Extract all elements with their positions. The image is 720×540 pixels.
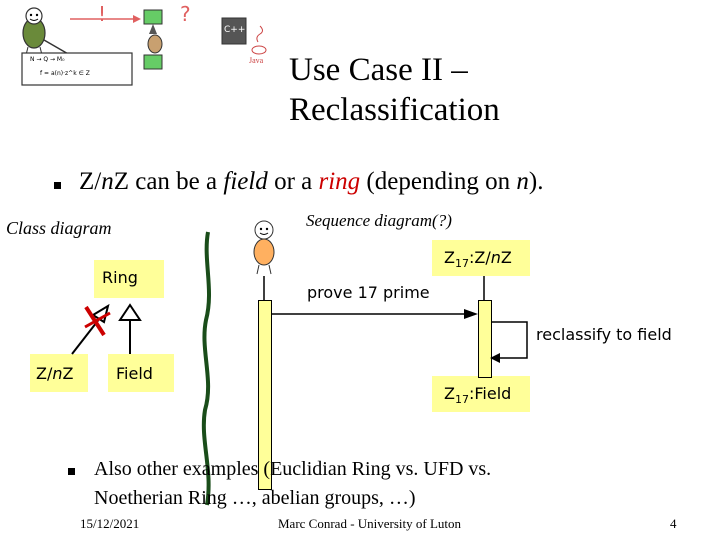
obj2-pre: Z	[444, 384, 455, 403]
ring-class-box: Ring	[94, 260, 164, 298]
z17-field-object-box: Z17:Field	[432, 376, 530, 412]
zn-class-box: Z/nZ	[30, 354, 88, 392]
bt-pre: Z/	[79, 168, 102, 195]
zn-post: Z	[62, 364, 74, 383]
bt-n2: n	[516, 168, 529, 195]
bullet2-line2: Noetherian Ring …, abelian groups, …)	[94, 487, 416, 509]
java-label: Java	[249, 56, 264, 65]
obj1-n: n	[490, 248, 501, 267]
bullet2-line1: Also other examples (Euclidian Ring vs. …	[94, 458, 492, 480]
bt-mid1: Z can be a	[113, 168, 224, 195]
z17-zn-object-box: Z17:Z/nZ	[432, 240, 530, 276]
bt-field: field	[223, 168, 268, 195]
cpp-label: C++	[224, 25, 246, 35]
formula-line2: f = a(n)·z^k ∈ Z	[40, 70, 90, 77]
title-line1: Use Case II –	[289, 52, 468, 88]
message-reclassify: reclassify to field	[536, 325, 672, 344]
question-mark: ?	[180, 2, 191, 26]
sequence-diagram-heading: Sequence diagram(?)	[306, 211, 452, 230]
bt-mid3: (depending on	[360, 168, 517, 195]
reclassify-self-arrow	[491, 321, 528, 359]
actor-smiley-icon	[253, 220, 275, 275]
inheritance-triangle-icon	[118, 303, 142, 321]
slide-title: Use Case II – Reclassification	[289, 50, 709, 130]
message-prove-prime: prove 17 prime	[307, 283, 430, 302]
exclaim-mark: !	[98, 2, 107, 26]
footer-page-number: 4	[670, 516, 677, 531]
bt-mid2: or a	[267, 168, 319, 195]
zn-pre: Z/	[36, 364, 53, 383]
obj1-sub: 17	[454, 257, 469, 271]
obj1-post: Z	[500, 248, 512, 267]
actor-activation-bar	[258, 300, 272, 490]
java-logo-icon	[251, 25, 267, 55]
z17-field-object-label: Z17:Field	[444, 384, 511, 406]
ring-class-label: Ring	[102, 268, 138, 287]
zn-n: n	[52, 364, 63, 383]
obj1-pre: Z	[444, 248, 455, 267]
obj2-sub: 17	[454, 393, 469, 407]
field-class-box: Field	[108, 354, 174, 392]
class-diagram-heading: Class diagram	[6, 218, 112, 238]
bullet-marker-2	[68, 468, 75, 475]
bullet-marker	[54, 182, 61, 189]
z17-zn-object-label: Z17:Z/nZ	[444, 248, 512, 270]
obj2-post: :Field	[468, 384, 512, 403]
figure-icon	[147, 24, 163, 54]
footer-date: 15/12/2021	[80, 516, 140, 531]
zn-class-label: Z/nZ	[36, 364, 73, 383]
bt-n1: n	[101, 168, 114, 195]
object-activation-bar	[478, 300, 492, 378]
obj1-mid: :Z/	[468, 248, 491, 267]
bullet-text-1: Z/nZ can be a field or a ring (depending…	[79, 168, 543, 196]
bt-ring: ring	[318, 168, 361, 195]
wavy-separator	[201, 231, 212, 506]
top-left-illustration	[21, 7, 267, 86]
footer-author: Marc Conrad - University of Luton	[278, 516, 462, 531]
field-class-label: Field	[116, 364, 153, 383]
formula-box	[21, 52, 133, 86]
bullet-text-2: Also other examples (Euclidian Ring vs. …	[94, 455, 491, 513]
cpp-logo-icon	[221, 17, 247, 45]
formula-line1: N → Q → M₀	[30, 56, 65, 63]
title-line2: Reclassification	[289, 92, 500, 128]
bt-post: ).	[528, 168, 544, 195]
